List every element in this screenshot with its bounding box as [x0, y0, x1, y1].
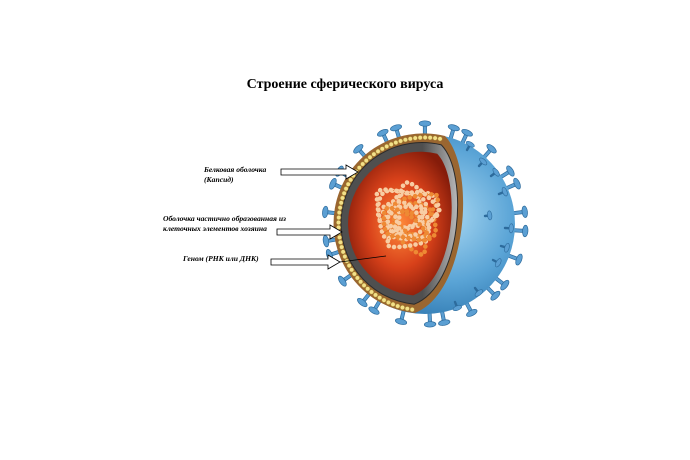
envelope-bead [348, 177, 354, 183]
label-genome: Геном (РНК или ДНК) [182, 254, 259, 263]
genome-leader-line [339, 255, 387, 263]
envelope-bead [395, 303, 401, 309]
callout-envelope: Оболочка частично образованная из клеточ… [163, 214, 343, 240]
envelope-bead [363, 158, 369, 163]
label-envelope-line1: Оболочка частично образованная из [163, 214, 286, 223]
surface-spike [503, 223, 514, 234]
envelope-bead [358, 279, 364, 285]
callout-genome: Геном (РНК или ДНК) [182, 254, 387, 270]
envelope-bead [339, 244, 345, 250]
envelope-bead [409, 307, 415, 312]
arrow-capsid [280, 164, 359, 180]
spike [463, 299, 478, 317]
spike [492, 274, 510, 291]
envelope-bead [351, 271, 357, 277]
envelope-bead [341, 190, 347, 196]
surface-spikes [452, 140, 514, 312]
envelope-bead [393, 140, 399, 146]
envelope-bead [361, 282, 367, 288]
spike [483, 284, 501, 301]
label-capsid-line1: Белковая оболочка [203, 165, 266, 174]
envelope-bead [407, 136, 413, 142]
envelope-bead [338, 239, 343, 245]
surface-spike [489, 168, 500, 178]
genome-strand [374, 187, 425, 241]
genome-strand [396, 180, 442, 239]
envelope-bead [400, 305, 405, 310]
surface-spike [497, 187, 508, 197]
envelope-bead [427, 135, 433, 141]
spike [418, 120, 432, 140]
envelope-bead [345, 181, 351, 187]
label-envelope-line2: клеточных элементов хозяина [163, 224, 267, 233]
envelope-bead [384, 144, 390, 149]
arrow-genome [270, 254, 341, 270]
surface-spike [491, 258, 502, 268]
spike [480, 144, 497, 161]
envelope-bead [343, 186, 349, 192]
surface-spike [465, 140, 475, 152]
envelope-bead [379, 146, 385, 152]
envelope-bead [404, 306, 410, 312]
envelope-bead [398, 138, 404, 144]
page-title: Строение сферического вируса [247, 77, 444, 92]
envelope-bead [388, 141, 394, 147]
envelope-bead [337, 234, 342, 240]
arrow-envelope [276, 224, 343, 240]
envelope-bead [349, 267, 355, 273]
genome [374, 180, 442, 257]
envelope-bead [377, 295, 383, 301]
envelope-bead [371, 151, 377, 157]
envelope-bead [342, 254, 348, 259]
envelope-bead [367, 154, 373, 160]
envelope-bead [437, 136, 443, 142]
envelope-bead [432, 135, 438, 141]
envelope-bead [354, 275, 360, 281]
envelope-bead [422, 135, 428, 140]
envelope-bead [336, 210, 342, 216]
envelope-bead [337, 205, 343, 211]
genome-strand [381, 205, 432, 243]
envelope-bead [336, 215, 342, 220]
envelope-bead [373, 292, 378, 298]
surface-spike [499, 242, 510, 253]
envelope-bead [385, 299, 391, 305]
envelope-bead [346, 263, 352, 268]
envelope-bead [340, 249, 346, 255]
envelope-bead [412, 135, 418, 141]
envelope-bead [336, 220, 341, 225]
genome-strand [385, 204, 432, 250]
surface-spike [452, 300, 462, 312]
surface-spike [483, 210, 493, 221]
callout-capsid: Белковая оболочка (Капсид) [203, 164, 359, 184]
envelope-beads [336, 135, 443, 312]
envelope-bead [417, 135, 423, 141]
envelope-bead [340, 195, 345, 201]
envelope-bead [356, 165, 362, 171]
envelope-bead [390, 301, 396, 307]
virus-particle [322, 120, 529, 328]
envelope-bead [338, 200, 344, 206]
surface-spike [477, 157, 488, 168]
spike [496, 165, 515, 181]
envelope-bead [375, 148, 381, 154]
label-capsid-line2: (Капсид) [204, 175, 234, 184]
envelope-bead [369, 289, 374, 295]
envelope-bead [402, 137, 408, 143]
envelope-bead [381, 297, 387, 303]
envelope-bead [365, 286, 371, 292]
envelope-bead [360, 161, 366, 167]
surface-spike [473, 286, 484, 297]
